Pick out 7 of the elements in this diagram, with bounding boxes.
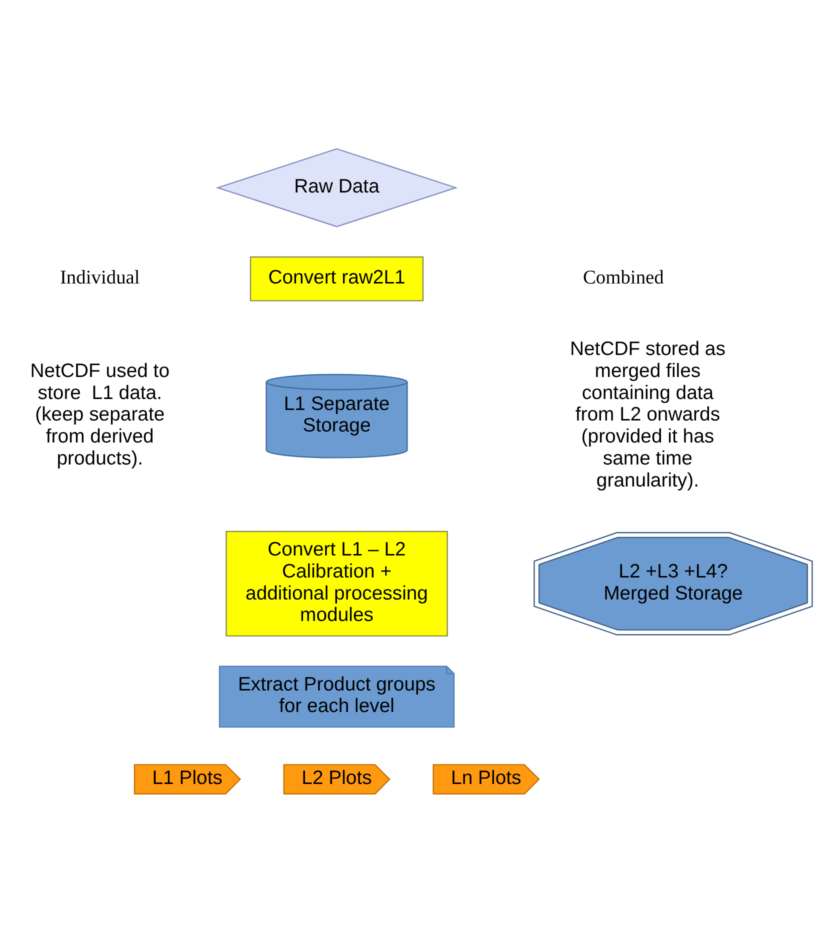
label: Combined bbox=[582, 266, 664, 288]
label: Individual bbox=[60, 266, 140, 288]
label: NetCDF used to store L1 data. (keep separate from derived products). bbox=[30, 359, 170, 469]
node-box: Convert raw2L1 bbox=[250, 256, 424, 301]
label: NetCDF stored as merged files containing data from L2 onwards (provided it has same time granularity). bbox=[570, 338, 726, 491]
node-diamond: Raw Data bbox=[216, 148, 458, 227]
node-box: Convert L1 – L2 Calibration + additional processing modules bbox=[226, 530, 448, 636]
